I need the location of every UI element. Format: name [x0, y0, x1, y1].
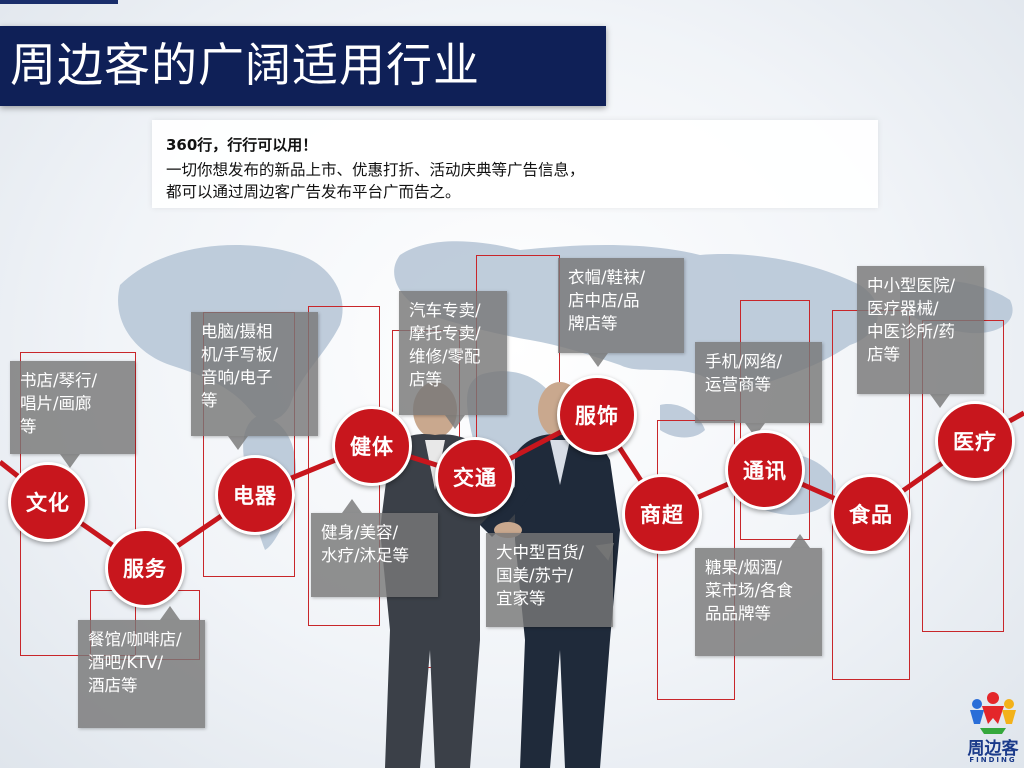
intro-line-2: 都可以通过周边客广告发布平台广而告之。: [166, 183, 461, 201]
callout-pointer: [588, 353, 608, 367]
desc-text: 衣帽/鞋袜/ 店中店/品 牌店等: [568, 268, 646, 333]
callout-pointer: [342, 499, 362, 513]
desc-box-tongxun: 手机/网络/ 运营商等: [695, 342, 822, 423]
logo-text-cn: 周边客: [967, 739, 1019, 759]
intro-line-1: 一切你想发布的新品上市、优惠打折、活动庆典等广告信息，: [166, 161, 585, 179]
desc-text: 电脑/摄相 机/手写板/ 音响/电子 等: [201, 322, 279, 410]
desc-box-jianti: 健身/美容/ 水疗/沐足等: [311, 513, 438, 597]
desc-text: 中小型医院/ 医疗器械/ 中医诊所/药 店等: [867, 276, 956, 364]
logo-text-en: FINDING: [969, 756, 1017, 764]
logo-people-icon: [970, 692, 1016, 734]
node-label: 服饰: [575, 404, 619, 428]
desc-box-dianqi: 电脑/摄相 机/手写板/ 音响/电子 等: [191, 312, 318, 436]
desc-text: 糖果/烟酒/ 菜市场/各食 品品牌等: [705, 558, 794, 623]
callout-pointer: [228, 436, 248, 450]
node-dianqi: 电器: [215, 455, 295, 535]
desc-box-jiaotong: 汽车专卖/ 摩托专卖/ 维修/零配 店等: [399, 291, 507, 415]
desc-box-wenhua: 书店/琴行/ 唱片/画廊 等: [10, 361, 135, 454]
page-title: 周边客的广阔适用行业: [10, 38, 480, 92]
top-accent-line: [0, 0, 118, 4]
desc-box-fuwu: 餐馆/咖啡店/ 酒吧/KTV/ 酒店等: [78, 620, 205, 728]
desc-text: 餐馆/咖啡店/ 酒吧/KTV/ 酒店等: [88, 630, 182, 695]
node-label: 健体: [350, 435, 394, 459]
node-jiaotong: 交通: [435, 437, 515, 517]
brand-logo: 周边客 FINDING: [962, 690, 1024, 768]
desc-text: 手机/网络/ 运营商等: [705, 352, 783, 394]
callout-pointer: [160, 606, 180, 620]
node-yiliao: 医疗: [935, 401, 1015, 481]
desc-text: 汽车专卖/ 摩托专卖/ 维修/零配 店等: [409, 301, 481, 389]
desc-text: 健身/美容/ 水疗/沐足等: [321, 523, 410, 565]
node-shangchao: 商超: [622, 474, 702, 554]
node-wenhua: 文化: [8, 462, 88, 542]
node-label: 商超: [640, 503, 684, 527]
callout-pointer: [445, 415, 465, 429]
node-label: 服务: [123, 557, 167, 581]
callout-pointer: [790, 534, 810, 548]
callout-pointer: [930, 394, 950, 408]
node-shipin: 食品: [831, 474, 911, 554]
node-tongxun: 通讯: [725, 430, 805, 510]
title-bar: 周边客的广阔适用行业: [0, 26, 606, 106]
node-jianti: 健体: [332, 406, 412, 486]
desc-box-shipin: 糖果/烟酒/ 菜市场/各食 品品牌等: [695, 548, 822, 656]
node-label: 食品: [849, 503, 893, 527]
node-label: 文化: [26, 491, 70, 515]
desc-box-yiliao: 中小型医院/ 医疗器械/ 中医诊所/药 店等: [857, 266, 984, 394]
desc-text: 大中型百货/ 国美/苏宁/ 宜家等: [496, 543, 585, 608]
callout-pointer: [60, 454, 80, 468]
node-label: 医疗: [953, 430, 997, 454]
node-fushi: 服饰: [557, 375, 637, 455]
desc-box-shangchao: 大中型百货/ 国美/苏宁/ 宜家等: [486, 533, 613, 627]
node-label: 通讯: [743, 459, 787, 483]
intro-panel: 360行，行行可以用！ 一切你想发布的新品上市、优惠打折、活动庆典等广告信息， …: [152, 120, 878, 208]
desc-box-fushi: 衣帽/鞋袜/ 店中店/品 牌店等: [558, 258, 684, 353]
intro-headline: 360行，行行可以用！: [166, 136, 318, 154]
desc-text: 书店/琴行/ 唱片/画廊 等: [20, 371, 98, 436]
node-label: 电器: [233, 484, 277, 508]
node-fuwu: 服务: [105, 528, 185, 608]
node-label: 交通: [453, 466, 497, 490]
